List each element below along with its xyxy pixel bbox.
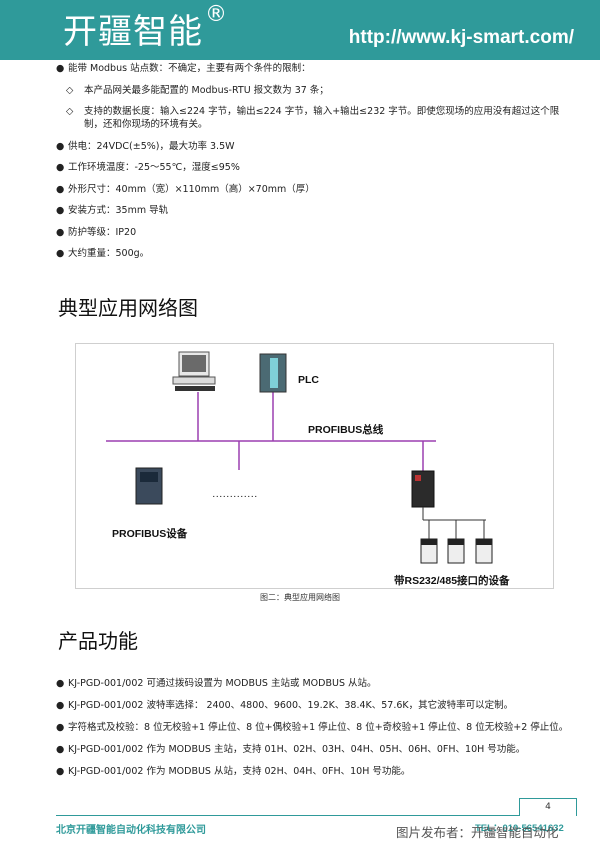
telephone: TEL：010-56541632 <box>475 823 564 834</box>
diamond-icon: ◇ <box>66 84 74 96</box>
rs-device-icon <box>420 538 438 564</box>
bus-label: PROFIBUS总线 <box>308 424 384 436</box>
function-item: ●字符格式及校验：8 位无校验+1 停止位、8 位+偶校验+1 停止位、8 位+… <box>56 722 569 733</box>
rs-device-icon <box>447 538 465 564</box>
network-diagram-graphic <box>106 351 493 564</box>
spec-subitem: ◇本产品网关最多能配置的 Modbus-RTU 报文数为 37 条； <box>66 84 329 96</box>
spec-item: ●防护等级：IP20 <box>56 226 137 238</box>
diamond-icon: ◇ <box>66 106 74 117</box>
function-item: ●KJ-PGD-001/002 作为 MODBUS 主站，支持 01H、02H、… <box>56 744 526 755</box>
publisher-watermark: 图片发布者：开疆智能自动化 <box>396 825 559 840</box>
bullet-icon: ● <box>56 766 65 777</box>
bullet-icon: ● <box>56 63 65 74</box>
function-item: ●KJ-PGD-001/002 可通过拨码设置为 MODBUS 主站或 MODB… <box>56 678 377 689</box>
bullet-icon: ● <box>56 744 65 755</box>
function-item: ●KJ-PGD-001/002 波特率选择： 2400、4800、9600、19… <box>56 700 514 711</box>
plc-icon <box>259 353 287 393</box>
spec-item: ●安装方式：35mm 导轨 <box>56 205 169 216</box>
function-list: ●KJ-PGD-001/002 可通过拨码设置为 MODBUS 主站或 MODB… <box>56 677 576 787</box>
spec-item: ●大约重量：500g。 <box>56 248 150 259</box>
spec-list: ●能带 Modbus 站点数：不确定，主要有两个条件的限制： ◇本产品网关最多能… <box>56 62 576 269</box>
spec-item: ●供电：24VDC(±5%)，最大功率 3.5W <box>56 140 235 152</box>
page-header: 开疆智能® http://www.kj-smart.com/ <box>0 0 600 60</box>
figure-caption: 图二：典型应用网络图 <box>260 593 340 602</box>
bullet-icon: ● <box>56 183 65 195</box>
bullet-icon: ● <box>56 722 65 733</box>
spec-item: ●外形尺寸：40mm（宽）×110mm（高）×70mm（厚） <box>56 183 315 195</box>
function-item: ●KJ-PGD-001/002 作为 MODBUS 从站，支持 02H、04H、… <box>56 766 411 777</box>
plc-label: PLC <box>298 374 319 386</box>
website-url: http://www.kj-smart.com/ <box>348 27 574 48</box>
bullet-icon: ● <box>56 162 65 173</box>
bullet-icon: ● <box>56 205 65 216</box>
rs-device-icon <box>475 538 493 564</box>
profibus-device-icon <box>135 467 163 505</box>
network-diagram: PLC PROFIBUS总线 ············· PROFIBUS设备 … <box>75 343 554 589</box>
bullet-icon: ● <box>56 140 65 152</box>
brand-logo: 开疆智能® <box>63 1 228 52</box>
bullet-icon: ● <box>56 678 65 689</box>
footer-divider <box>56 815 519 816</box>
bullet-icon: ● <box>56 700 65 711</box>
spec-item: ●能带 Modbus 站点数：不确定，主要有两个条件的限制： <box>56 63 311 74</box>
section-title-network: 典型应用网络图 <box>58 296 198 320</box>
page-number: 4 <box>519 798 577 816</box>
dots-label: ············· <box>212 490 258 502</box>
spec-subitem: ◇支持的数据长度：输入≤224 字节，输出≤224 字节，输入+输出≤232 字… <box>66 106 560 130</box>
bullet-icon: ● <box>56 226 65 238</box>
rs-device-label: 带RS232/485接口的设备 <box>394 575 510 587</box>
spec-item: ●工作环境温度：-25～55℃，湿度≤95% <box>56 162 240 173</box>
company-name: 北京开疆智能自动化科技有限公司 <box>56 825 206 836</box>
section-title-functions: 产品功能 <box>58 629 138 653</box>
gateway-icon <box>411 470 435 508</box>
computer-icon <box>172 351 216 391</box>
bullet-icon: ● <box>56 248 65 259</box>
profibus-device-label: PROFIBUS设备 <box>112 528 188 540</box>
